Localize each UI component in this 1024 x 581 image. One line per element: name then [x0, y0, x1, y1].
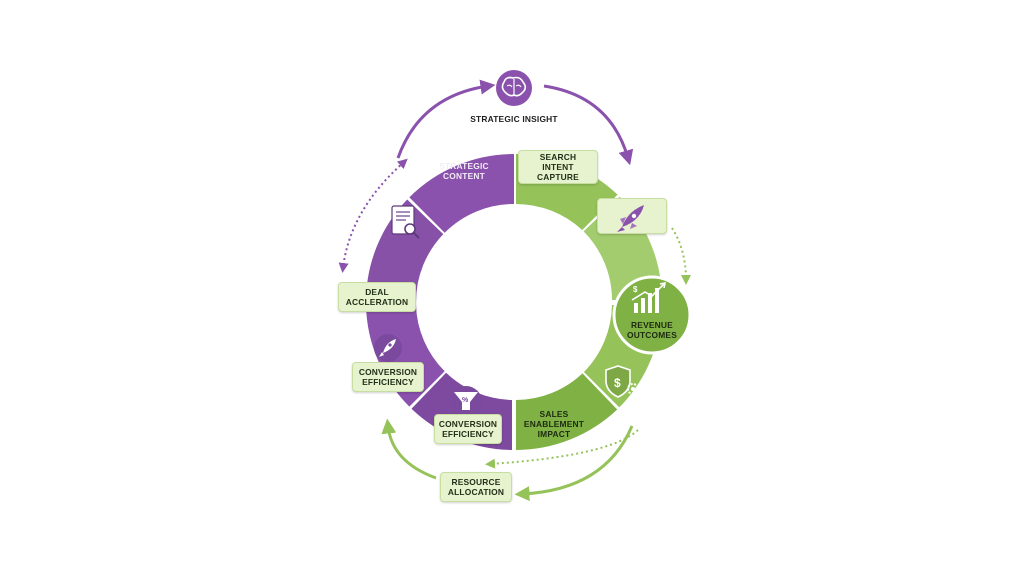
- document-search-icon: [391, 205, 420, 239]
- svg-text:$: $: [614, 376, 621, 390]
- arrow-right-dotted: [671, 227, 691, 285]
- svg-text:$: $: [633, 285, 638, 294]
- label-conversion-efficiency-bottom: CONVERSION EFFICIENCY: [434, 414, 502, 444]
- arrow-top-right: [543, 84, 634, 166]
- arrow-bottom-left: [381, 418, 437, 480]
- arrow-left-dotted: [338, 158, 408, 273]
- shield-dollar-gear-icon: $: [605, 365, 639, 398]
- label-search-intent-capture: SEARCH INTENT CAPTURE: [518, 150, 598, 184]
- arrow-bottom-right: [514, 425, 634, 502]
- growth-chart-icon: $: [631, 281, 667, 313]
- revenue-node: [612, 275, 692, 355]
- label-resource-allocation: RESOURCE ALLOCATION: [440, 472, 512, 502]
- label-conversion-efficiency-left: CONVERSION EFFICIENCY: [352, 362, 424, 392]
- label-sales-enablement-impact: SALES ENABLEMENT IMPACT: [523, 409, 585, 439]
- label-revenue-outcomes: REVENUE OUTCOMES: [627, 320, 677, 340]
- rocket-icon-left-node: [374, 334, 402, 362]
- svg-text:%: %: [462, 397, 469, 404]
- label-deal-acceleration: DEAL ACCLERATION: [338, 282, 416, 312]
- label-strategic-insight: STRATEGIC INSIGHT: [470, 114, 558, 124]
- rocket-icon: [617, 205, 644, 232]
- ring-segment-sales-enablement: [516, 373, 618, 450]
- brain-icon: [496, 70, 532, 106]
- percent-funnel-icon: %: [450, 386, 482, 418]
- rocket-icon-box: [597, 198, 667, 234]
- arrow-top-left: [396, 79, 496, 159]
- ring-segment-conversion-left: [366, 305, 445, 407]
- label-strategic-content: STRATEGIC CONTENT: [439, 161, 489, 181]
- ring-segment-strategic-content: [409, 154, 514, 233]
- arrow-bottom-dotted: [485, 429, 639, 469]
